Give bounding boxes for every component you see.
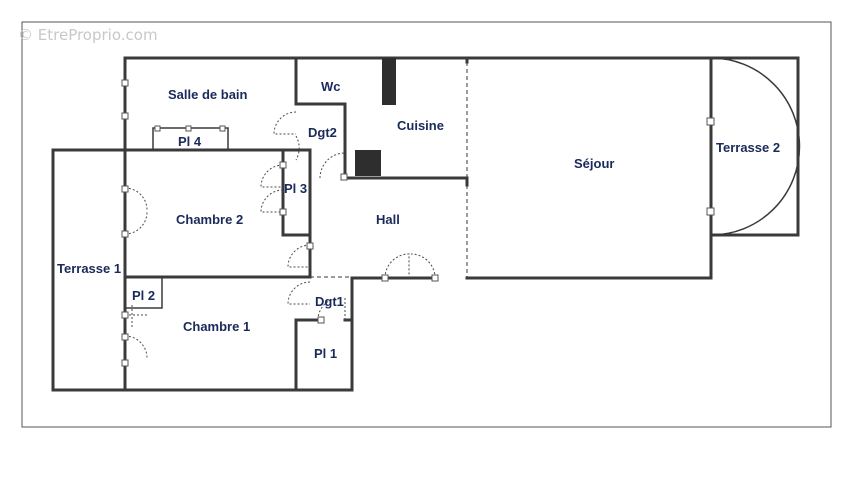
label-chambre-2: Chambre 2 xyxy=(176,212,243,227)
label-pl3: Pl 3 xyxy=(284,181,307,196)
watermark: © EtreProprio.com xyxy=(18,26,158,44)
label-terrasse-2: Terrasse 2 xyxy=(716,140,780,155)
label-dgt2: Dgt2 xyxy=(308,125,337,140)
label-chambre-1: Chambre 1 xyxy=(183,319,250,334)
plan-frame xyxy=(21,21,832,428)
label-dgt1: Dgt1 xyxy=(315,294,344,309)
walls xyxy=(51,56,800,392)
doors xyxy=(121,111,439,367)
label-pl2: Pl 2 xyxy=(132,288,155,303)
label-cuisine: Cuisine xyxy=(397,118,444,133)
label-pl1: Pl 1 xyxy=(314,346,337,361)
label-terrasse-1: Terrasse 1 xyxy=(57,261,121,276)
label-salle-de-bain: Salle de bain xyxy=(168,87,248,102)
label-wc: Wc xyxy=(321,79,341,94)
label-sejour: Séjour xyxy=(574,156,614,171)
label-pl4: Pl 4 xyxy=(178,134,202,149)
room-labels: Salle de bain Wc Dgt2 Cuisine Séjour Ter… xyxy=(57,79,780,361)
label-hall: Hall xyxy=(376,212,400,227)
details xyxy=(121,57,801,309)
